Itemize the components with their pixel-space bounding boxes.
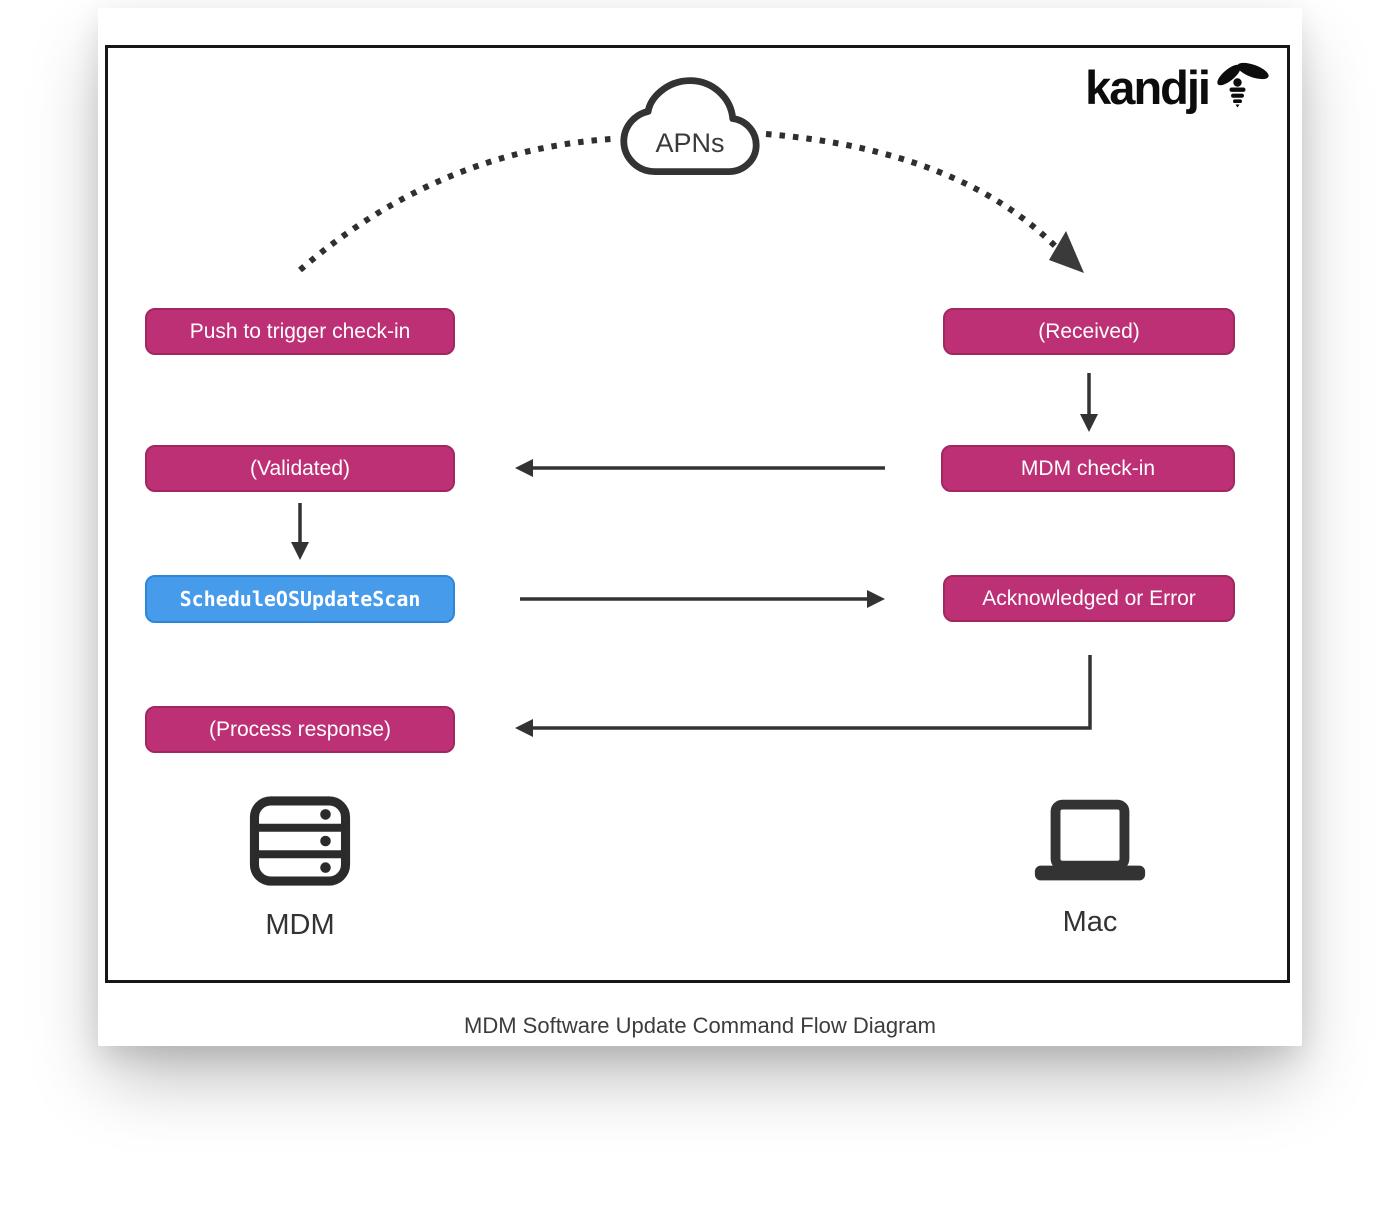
- apns-cloud: APNs: [618, 74, 762, 182]
- actor-mac: Mac: [1013, 798, 1167, 939]
- laptop-icon: [1034, 799, 1146, 881]
- diagram-frame: kandji APNs Push: [105, 45, 1290, 983]
- mac-label: Mac: [1062, 906, 1118, 938]
- node-schedule-os-update-scan: ScheduleOSUpdateScan: [145, 575, 455, 623]
- actor-mdm-server: MDM: [225, 795, 375, 942]
- bee-icon: [1217, 62, 1269, 107]
- arrowhead-down-right: [1049, 231, 1084, 273]
- node-validated: (Validated): [145, 445, 455, 492]
- node-process-response: (Process response): [145, 706, 455, 753]
- kandji-logo-text: kandji: [1085, 61, 1211, 114]
- node-label: (Process response): [208, 717, 392, 741]
- kandji-logo: kandji: [1085, 61, 1271, 114]
- server-icon: [249, 796, 351, 886]
- node-acknowledged-or-error: Acknowledged or Error: [943, 575, 1235, 622]
- node-received: (Received): [943, 308, 1235, 355]
- flow-arrows: [291, 131, 1098, 737]
- arrowhead-left: [515, 719, 533, 737]
- arrow-acknowledged-to-process: [532, 655, 1092, 730]
- node-push-to-trigger-check-in: Push to trigger check-in: [145, 308, 455, 355]
- dotted-arc-right: [765, 131, 1058, 249]
- cloud-icon: [620, 77, 760, 176]
- node-label: Acknowledged or Error: [982, 586, 1196, 610]
- dotted-arc-left: [298, 136, 612, 273]
- node-label: MDM check-in: [1020, 456, 1156, 480]
- diagram-card: kandji APNs Push: [98, 8, 1302, 1046]
- node-label: (Received): [1038, 319, 1140, 343]
- arrowhead-down: [291, 542, 309, 560]
- arrowhead-down: [1080, 414, 1098, 432]
- node-label: ScheduleOSUpdateScan: [179, 587, 421, 611]
- node-label: (Validated): [250, 456, 350, 480]
- apns-label: APNs: [655, 128, 725, 158]
- mdm-label: MDM: [265, 909, 335, 941]
- diagram-caption: MDM Software Update Command Flow Diagram: [464, 1013, 936, 1038]
- arrowhead-left: [515, 459, 533, 477]
- node-label: Push to trigger check-in: [189, 319, 411, 343]
- arrowhead-right: [867, 590, 885, 608]
- node-mdm-check-in: MDM check-in: [941, 445, 1235, 492]
